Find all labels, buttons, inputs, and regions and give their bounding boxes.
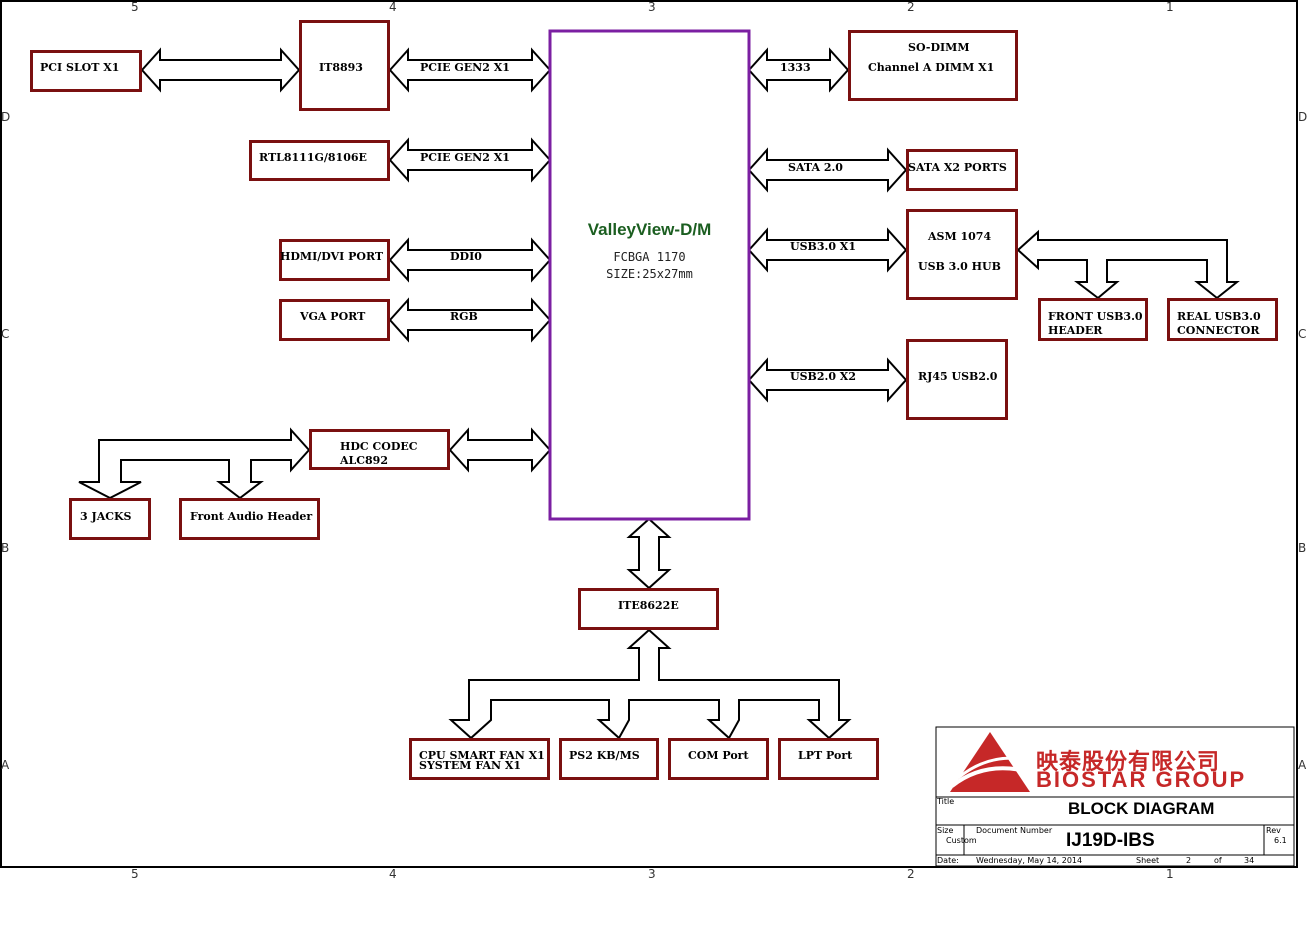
front-audio-label: Front Audio Header (190, 510, 313, 523)
bus-label-usb2: USB2.0 X2 (790, 370, 856, 383)
title-label: Title (937, 797, 955, 806)
bus-label-rgb: RGB (450, 310, 478, 323)
sata-ports-block (906, 149, 1018, 191)
zone-row-a-left: A (1, 758, 10, 772)
pci-it8893-arrow (140, 47, 301, 93)
real-usb3-label-1: REAL USB3.0 (1177, 310, 1261, 323)
size-value: Custom (946, 836, 977, 845)
rtl-label: RTL8111G/8106E (259, 151, 367, 164)
zone-row-c-left: C (1, 327, 10, 341)
rev-label: Rev (1266, 826, 1281, 835)
sheet-value: 2 (1186, 856, 1192, 865)
jacks-label: 3 JACKS (80, 510, 132, 523)
zone-col-3-bottom: 3 (648, 867, 656, 881)
fan-block (409, 738, 550, 780)
zone-col-2-bottom: 2 (907, 867, 915, 881)
rtl-block (249, 140, 390, 181)
biostar-logo-icon (950, 732, 1031, 792)
rj45-block (906, 339, 1008, 420)
bus-label-ddi: DDI0 (450, 250, 482, 263)
pci-slot-block (30, 50, 142, 92)
date-label: Date: (937, 856, 959, 865)
com-port-label: COM Port (688, 749, 749, 762)
cpu-block (548, 29, 751, 521)
real-usb3-label-2: CONNECTOR (1177, 324, 1260, 337)
zone-col-1-top: 1 (1166, 0, 1174, 14)
title-value: BLOCK DIAGRAM (1068, 799, 1215, 818)
it8893-label: IT8893 (319, 61, 363, 74)
sata-ports-label: SATA X2 PORTS (908, 161, 1007, 174)
zone-row-d-right: D (1298, 110, 1308, 124)
zone-col-1-bottom: 1 (1166, 867, 1174, 881)
cpu-ite-arrow (626, 517, 672, 590)
com-port-block (668, 738, 769, 780)
front-usb3-block (1038, 298, 1148, 341)
codec-block (309, 429, 450, 470)
it8893-block (299, 20, 390, 111)
size-label: Size (937, 826, 954, 835)
ite-peripheral-tree-arrow (448, 628, 852, 740)
front-usb3-label-1: FRONT USB3.0 (1048, 310, 1143, 323)
pci-slot-label: PCI SLOT X1 (40, 61, 120, 74)
date-value: Wednesday, May 14, 2014 (976, 856, 1083, 865)
zone-col-5-top: 5 (131, 0, 139, 14)
title-block-frame (935, 726, 1295, 867)
bus-label-pcie-1: PCIE GEN2 X1 (420, 61, 510, 74)
total-sheets: 34 (1244, 856, 1255, 865)
cpu-package: FCBGA 1170 (613, 250, 686, 264)
asm1074-label-2: USB 3.0 HUB (918, 260, 1001, 273)
cpu-name: ValleyView-D/M (587, 220, 712, 239)
sodimm-label-1: SO-DIMM (908, 41, 970, 54)
zone-col-2-top: 2 (907, 0, 915, 14)
zone-row-c-right: C (1298, 327, 1307, 341)
asm1074-block (906, 209, 1018, 300)
bus-label-mem: 1333 (780, 61, 811, 74)
front-audio-block (179, 498, 320, 540)
zone-row-b-left: B (1, 541, 10, 555)
fan-label-2: SYSTEM FAN X1 (419, 759, 522, 772)
front-usb3-label-2: HEADER (1048, 324, 1103, 337)
lpt-port-label: LPT Port (798, 749, 853, 762)
hdmi-label: HDMI/DVI PORT (280, 250, 384, 263)
zone-col-3-top: 3 (648, 0, 656, 14)
rev-value: 6.1 (1274, 836, 1287, 845)
vga-block (279, 299, 390, 341)
of-label: of (1214, 856, 1222, 865)
zone-col-4-bottom: 4 (389, 867, 397, 881)
cpu-size: SIZE:25x27mm (606, 267, 693, 281)
fan-label-1: CPU SMART FAN X1 (419, 749, 545, 762)
docnum-value: IJ19D-IBS (1066, 830, 1155, 851)
company-name-cn: 映泰股份有限公司 (1036, 750, 1221, 775)
hdmi-block (279, 239, 390, 281)
asm-usb-tree-arrow (1016, 229, 1240, 300)
sodimm-label-2: Channel A DIMM X1 (868, 61, 995, 74)
sheet-label: Sheet (1136, 856, 1160, 865)
real-usb3-block (1167, 298, 1278, 341)
bus-label-usb3: USB3.0 X1 (790, 240, 856, 253)
zone-col-4-top: 4 (389, 0, 397, 14)
zone-row-b-right: B (1298, 541, 1307, 555)
lpt-port-block (778, 738, 879, 780)
codec-label-1: HDC CODEC (340, 440, 418, 453)
ite8622e-block (578, 588, 719, 630)
ps2-block (559, 738, 659, 780)
zone-row-a-right: A (1298, 758, 1307, 772)
rj45-label: RJ45 USB2.0 (918, 370, 998, 383)
zone-col-5-bottom: 5 (131, 867, 139, 881)
docnum-label: Document Number (976, 826, 1053, 835)
ite8622e-label: ITE8622E (618, 599, 679, 612)
codec-label-2: ALC892 (340, 454, 388, 467)
sodimm-block (848, 30, 1018, 101)
company-name-en: BIOSTAR GROUP (1036, 767, 1247, 792)
jacks-block (69, 498, 151, 540)
asm1074-label-1: ASM 1074 (928, 230, 992, 243)
codec-audio-tree-arrow (78, 427, 311, 500)
bus-label-pcie-2: PCIE GEN2 X1 (420, 151, 510, 164)
bus-label-sata: SATA 2.0 (788, 161, 843, 174)
ps2-label: PS2 KB/MS (569, 749, 640, 762)
zone-row-d-left: D (1, 110, 11, 124)
vga-label: VGA PORT (300, 310, 366, 323)
codec-cpu-arrow (448, 427, 552, 473)
